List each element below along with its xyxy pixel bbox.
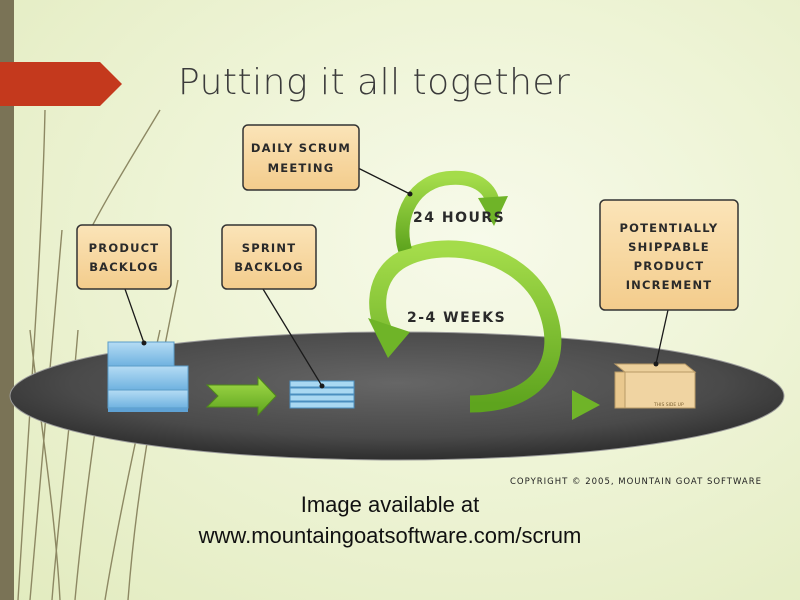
image-caption: Image available at www.mountaingoatsoftw…	[140, 489, 640, 551]
svg-text:BACKLOG: BACKLOG	[234, 260, 304, 274]
sprint-backlog-label: SPRINT BACKLOG	[222, 225, 316, 289]
svg-text:DAILY SCRUM: DAILY SCRUM	[251, 141, 351, 155]
svg-text:POTENTIALLY: POTENTIALLY	[620, 221, 719, 235]
24-hours-label: 24 HOURS	[413, 210, 505, 226]
caption-line-1: Image available at	[140, 489, 640, 520]
copyright-notice: COPYRIGHT © 2005, MOUNTAIN GOAT SOFTWARE	[510, 477, 762, 487]
caption-line-2: www.mountaingoatsoftware.com/scrum	[140, 520, 640, 551]
svg-text:SHIPPABLE: SHIPPABLE	[628, 240, 710, 254]
potentially-shippable-increment-label: POTENTIALLY SHIPPABLE PRODUCT INCREMENT	[600, 200, 738, 310]
2-4-weeks-label: 2-4 WEEKS	[407, 310, 506, 326]
daily-scrum-meeting-label: DAILY SCRUM MEETING	[243, 125, 359, 190]
product-backlog-label: PRODUCT BACKLOG	[77, 225, 171, 289]
svg-text:BACKLOG: BACKLOG	[89, 260, 159, 274]
svg-text:SPRINT: SPRINT	[242, 241, 297, 255]
box-side-label: THIS SIDE UP	[653, 402, 684, 408]
shipping-box-icon: THIS SIDE UP	[615, 364, 695, 408]
svg-text:MEETING: MEETING	[268, 161, 335, 175]
svg-text:PRODUCT: PRODUCT	[634, 259, 705, 273]
svg-text:INCREMENT: INCREMENT	[626, 278, 713, 292]
svg-text:PRODUCT: PRODUCT	[89, 241, 160, 255]
